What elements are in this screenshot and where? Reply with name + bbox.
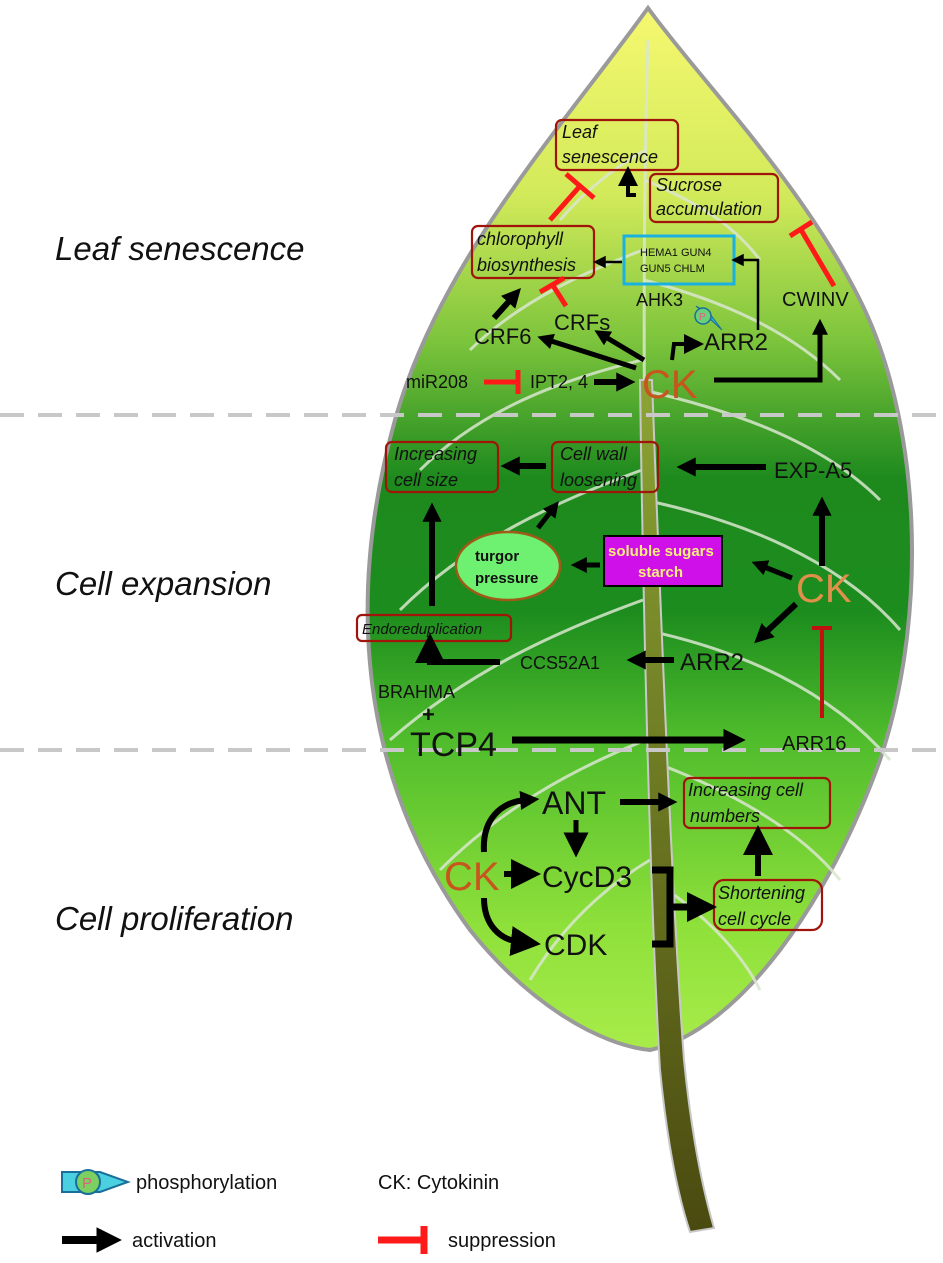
node-ck-senescence: CK [642,363,698,407]
arrow-ck-to-ant [480,790,540,853]
box-cell-wall-loosening [550,440,660,494]
box-cell-numbers-line1: Increasing cell [688,780,804,800]
arrow-ccs52a1-to-endo [415,633,500,665]
node-ahk3: AHK3 [636,290,683,310]
legend-cytokinin-label: CK: Cytokinin [378,1172,499,1194]
bracket-cycd3-cdk [652,866,690,948]
box-sucrose-line2: accumulation [656,199,762,219]
arrow-ck-to-crf6 [537,333,637,371]
arrow-arr2-to-genes [731,253,760,330]
box-cycle-line2: cell cycle [718,909,791,929]
node-ck-proliferation: CK [444,855,500,899]
arrow-ck-to-cwinv [714,318,829,383]
sugars-line2: starch [638,564,683,581]
legend-suppression-label: suppression [448,1230,556,1252]
sugars-line1: soluble sugars [608,543,714,560]
expansion-suppression-bars [812,626,832,718]
phosphorylation-symbol-ahk3: P [694,305,723,331]
node-arr2-senescence: ARR2 [704,329,768,356]
box-cell-size-line2: cell size [394,470,458,490]
genes-line1: HEMA1 GUN4 [640,247,712,259]
arrow-ck-to-arr2 [754,601,799,644]
box-leaf-senescence-line1: Leaf [562,122,599,142]
node-ccs52a1: CCS52A1 [520,653,600,673]
node-ck-expansion: CK [796,567,852,611]
turgor-pressure-ellipse [454,530,562,602]
node-arr2-expansion: ARR2 [680,649,744,676]
section-title-leaf-senescence: Leaf senescence [55,230,305,267]
box-cell-numbers-line2: numbers [690,806,760,826]
box-sucrose-accumulation [648,172,780,224]
box-chlorophyll-line2: biosynthesis [477,255,576,275]
leaf-stem [638,379,716,1234]
legend-activation-label: activation [132,1230,217,1252]
node-ipt: IPT2, 4 [530,372,588,392]
box-sucrose-line1: Sucrose [656,175,722,195]
expansion-section: Increasing cell size Cell wall loosening… [355,440,852,764]
node-crf6: CRF6 [474,324,531,349]
node-cwinv: CWINV [782,289,849,311]
box-chlorophyll-biosynthesis [470,224,596,280]
turgor-line2: pressure [475,570,538,587]
box-soluble-sugars [603,535,723,587]
arrow-ck-to-cdk [481,897,541,957]
node-cycd3: CycD3 [542,861,632,894]
node-crfs: CRFs [554,310,610,335]
genes-line2: GUN5 CHLM [640,263,705,275]
arrow-ck-to-arr2 [670,334,704,361]
box-chlorophyll-line1: chlorophyll [477,229,564,249]
box-increasing-cell-size [384,440,500,494]
legend-phosphorylation-symbol: P [61,1169,131,1195]
box-leaf-senescence-line2: senescence [562,147,658,167]
expansion-activation-arrows [415,456,832,752]
suppress-arr16-ck [812,626,832,718]
node-cdk: CDK [544,929,607,962]
legend-phosphorylation-label: phosphorylation [136,1172,277,1194]
endoreduplication-label: Endoreduplication [362,621,482,638]
legend-suppression-bar [378,1226,428,1254]
suppress-chlorophyll-senescence [548,172,596,222]
box-leaf-senescence [554,118,680,172]
arrow-crf6-to-chlorophyll [491,288,521,321]
node-mir208: miR208 [406,372,468,392]
senescence-activation-arrows [491,166,829,392]
section-title-cell-expansion: Cell expansion [55,565,271,602]
plus-sign: + [422,702,435,727]
suppress-crfs-chlorophyll [538,275,569,308]
legend-phospho-letter: P [82,1175,92,1192]
node-ant: ANT [542,785,606,821]
suppress-cwinv-sucrose [788,219,837,288]
box-cell-size-line1: Increasing [394,444,477,464]
box-wall-line1: Cell wall [560,444,628,464]
senescence-section: Leaf senescence Sucrose accumulation chl… [406,118,849,407]
box-wall-line2: loosening [560,470,637,490]
arrow-turgor-to-wall [536,501,559,530]
section-title-cell-proliferation: Cell proliferation [55,900,293,937]
proliferation-section: ANT Increasing cell numbers CK CycD3 CDK… [444,776,832,962]
box-cycle-line1: Shortening [718,883,805,903]
proliferation-activation-arrows [480,790,773,957]
node-arr16: ARR16 [782,733,846,755]
turgor-line1: turgor [475,548,519,565]
arrow-ck-to-sugars [751,560,793,581]
node-brahma: BRAHMA [378,682,455,702]
suppress-mir208-ipt [484,370,521,394]
leaf-blade [365,4,914,1053]
node-tcp4: TCP4 [410,726,497,764]
node-exp-a5: EXP-A5 [774,458,852,483]
senescence-suppression-bars [484,172,837,394]
phospho-letter-ahk3: P [699,312,706,323]
arrow-ck-to-crfs [594,330,646,363]
arrow-sucrose-to-senescence [618,166,638,197]
legend: P phosphorylation CK: Cytokinin activati… [61,1169,556,1254]
